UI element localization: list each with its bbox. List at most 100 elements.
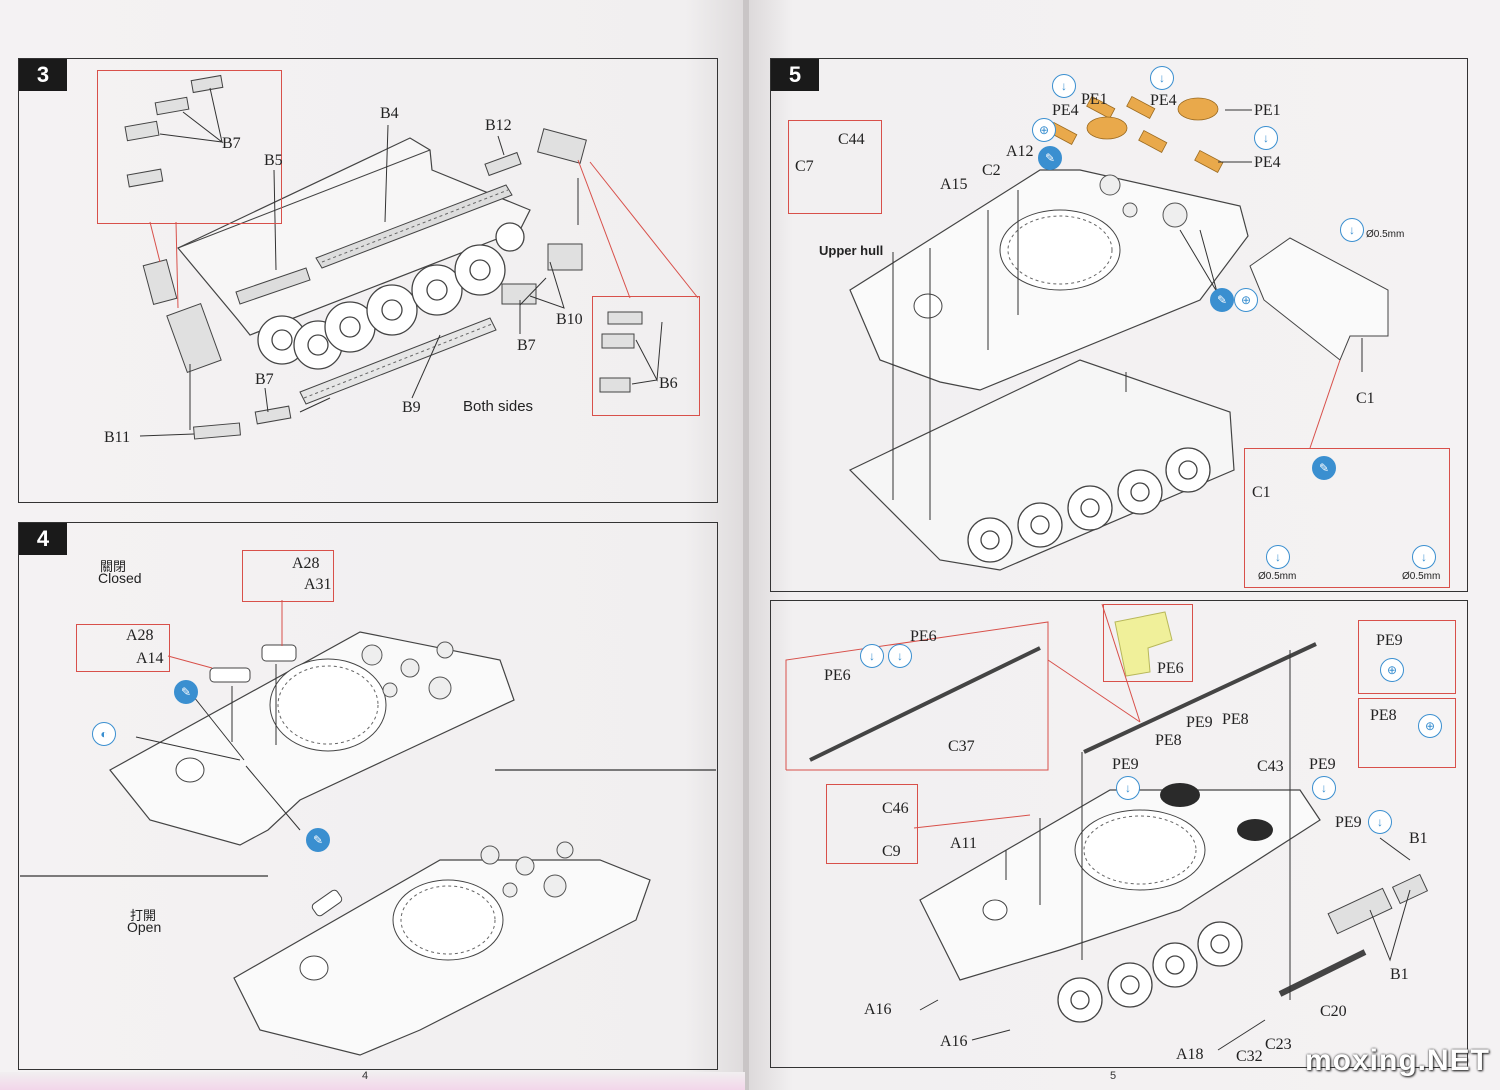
- label-b7: B7: [222, 135, 241, 152]
- drill-icon: ↓: [888, 644, 912, 668]
- glue-icon: ✎: [174, 680, 198, 704]
- label-c23: C23: [1265, 1036, 1292, 1053]
- label-c43: C43: [1257, 758, 1284, 775]
- open-label-cn: 打開: [130, 908, 157, 923]
- closed-label-en: Closed: [98, 570, 142, 586]
- glue-icon: ✎: [1312, 456, 1336, 480]
- label-pe9: PE9: [1186, 714, 1213, 731]
- step-3-illustration: [124, 74, 699, 440]
- label-c44: C44: [838, 131, 865, 148]
- flip-icon: ⊕: [1032, 118, 1056, 142]
- label-b7: B7: [255, 371, 274, 388]
- cement-icon: ◐: [92, 722, 116, 746]
- glue-icon: ✎: [1210, 288, 1234, 312]
- label-a11: A11: [950, 835, 977, 852]
- step-4-illustration: [20, 600, 716, 1056]
- label-b7: B7: [517, 337, 536, 354]
- drill-icon: ↓: [1116, 776, 1140, 800]
- pe9-callout-box: [1358, 620, 1456, 694]
- label-a18: A18: [1176, 1046, 1204, 1063]
- step-number: 4: [19, 523, 67, 555]
- page-edge: [0, 1072, 745, 1090]
- drill-icon: ↓: [1254, 126, 1278, 150]
- label-c46: C46: [882, 800, 909, 817]
- label-pe9: PE9: [1376, 632, 1403, 649]
- upper-hull-label: Upper hull: [819, 243, 884, 258]
- step-3-panel: 3: [18, 58, 718, 503]
- label-a15: A15: [940, 176, 968, 193]
- label-c9: C9: [882, 843, 901, 860]
- drill-icon: ↓: [1052, 74, 1076, 98]
- flip-icon: ↓: [860, 644, 884, 668]
- b7-callout-box: [97, 70, 282, 224]
- label-pe1: PE1: [1081, 91, 1108, 108]
- label-a16: A16: [864, 1001, 892, 1018]
- drill-icon: ↓: [1412, 545, 1436, 569]
- flip-icon: ⊕: [1380, 658, 1404, 682]
- glue-icon: ✎: [1038, 146, 1062, 170]
- step-4-panel: 4: [18, 522, 718, 1070]
- a28-a31-callout-box: [242, 550, 334, 602]
- pe8-callout-box: [1358, 698, 1456, 768]
- label-b12: B12: [485, 117, 512, 134]
- open-label-en: Open: [127, 919, 162, 935]
- step-5-panel: 5: [770, 58, 1468, 592]
- drill-icon: ↓: [1368, 810, 1392, 834]
- label-c32: C32: [1236, 1048, 1263, 1065]
- label-c1: C1: [1356, 390, 1375, 407]
- label-pe8: PE8: [1155, 732, 1182, 749]
- label-c2: C2: [982, 162, 1001, 179]
- c1-callout-box: [1244, 448, 1450, 588]
- label-b9: B9: [402, 399, 421, 416]
- label-pe6: PE6: [1157, 660, 1184, 677]
- label-b4: B4: [380, 105, 399, 122]
- both-sides-note: Both sides: [463, 398, 534, 415]
- closed-label-cn: 關閉: [100, 559, 127, 574]
- label-b10: B10: [556, 311, 583, 328]
- label-a31: A31: [304, 576, 332, 593]
- label-pe9: PE9: [1112, 756, 1139, 773]
- step-6-panel: [770, 600, 1468, 1068]
- watermark: moxing.NET: [1304, 1044, 1490, 1077]
- diameter-label: Ø0.5mm: [1258, 571, 1297, 582]
- label-a16: A16: [940, 1033, 968, 1050]
- book-gutter: [743, 0, 749, 1090]
- diameter-label: Ø0.5mm: [1402, 571, 1441, 582]
- drill-icon: ↓: [1340, 218, 1364, 242]
- label-a14: A14: [136, 650, 164, 667]
- label-b5: B5: [264, 152, 283, 169]
- a28-a14-callout-box: [76, 624, 170, 672]
- label-b6: B6: [659, 375, 678, 392]
- label-c1: C1: [1252, 484, 1271, 501]
- step-number: 5: [771, 59, 819, 91]
- flip-icon: ⊕: [1234, 288, 1258, 312]
- label-a28: A28: [292, 555, 320, 572]
- page-number-right: 5: [1110, 1070, 1117, 1082]
- page-number-left: 4: [362, 1070, 369, 1082]
- label-pe6: PE6: [824, 667, 851, 684]
- label-a28: A28: [126, 627, 154, 644]
- label-pe6: PE6: [910, 628, 937, 645]
- label-c37: C37: [948, 738, 975, 755]
- label-a12: A12: [1006, 143, 1034, 160]
- drill-icon: ↓: [1312, 776, 1336, 800]
- label-pe4: PE4: [1052, 102, 1079, 119]
- label-c20: C20: [1320, 1003, 1347, 1020]
- label-b11: B11: [104, 429, 131, 446]
- label-pe9: PE9: [1335, 814, 1362, 831]
- b6-callout-box: [592, 296, 700, 416]
- flip-icon: ⊕: [1418, 714, 1442, 738]
- label-pe9: PE9: [1309, 756, 1336, 773]
- pe6-shape-callout-box: [1103, 604, 1193, 682]
- drill-icon: ↓: [1150, 66, 1174, 90]
- glue-icon: ✎: [306, 828, 330, 852]
- diameter-label: Ø0.5mm: [1366, 229, 1405, 240]
- label-pe4: PE4: [1254, 154, 1281, 171]
- label-b1: B1: [1390, 966, 1409, 983]
- c46-c9-callout-box: [826, 784, 918, 864]
- label-pe8: PE8: [1370, 707, 1397, 724]
- label-pe8: PE8: [1222, 711, 1249, 728]
- label-b1: B1: [1409, 830, 1428, 847]
- c44-c7-callout-box: [788, 120, 882, 214]
